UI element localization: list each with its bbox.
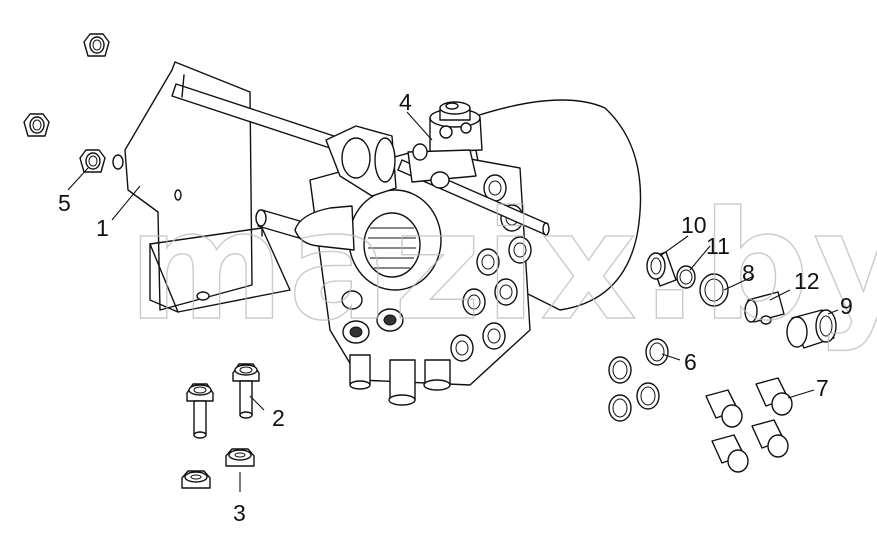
part-12-fitting (744, 291, 785, 325)
label-1: 1 (96, 215, 109, 241)
label-8: 8 (742, 260, 755, 286)
label-5: 5 (58, 190, 71, 216)
label-9: 9 (840, 293, 853, 319)
lower-cluster (341, 290, 451, 406)
top-connector (325, 125, 397, 197)
part-4-top-valve (407, 101, 483, 189)
part-11-ring (676, 265, 696, 289)
part-1-bracket (112, 61, 291, 313)
left-pipe (255, 205, 355, 251)
leader-lines (67, 111, 839, 492)
part-3-nuts (181, 448, 255, 489)
part-10-sleeve (646, 251, 677, 287)
part-5-nuts (23, 33, 110, 173)
part-7-fittings (705, 377, 793, 473)
part-6-rings (608, 338, 669, 422)
watermark: mazix.by (128, 180, 877, 354)
part-9-connector (786, 309, 837, 349)
part-2-bolts (186, 363, 260, 439)
label-4: 4 (399, 89, 412, 115)
label-7: 7 (816, 375, 829, 401)
part-number-labels: 1 2 3 4 5 6 7 8 9 10 11 12 (58, 89, 853, 526)
label-12: 12 (794, 268, 820, 294)
label-6: 6 (684, 349, 697, 375)
label-3: 3 (233, 500, 246, 526)
label-11: 11 (706, 233, 730, 259)
part-8-washer (699, 273, 729, 307)
label-10: 10 (681, 212, 707, 238)
label-2: 2 (272, 405, 285, 431)
